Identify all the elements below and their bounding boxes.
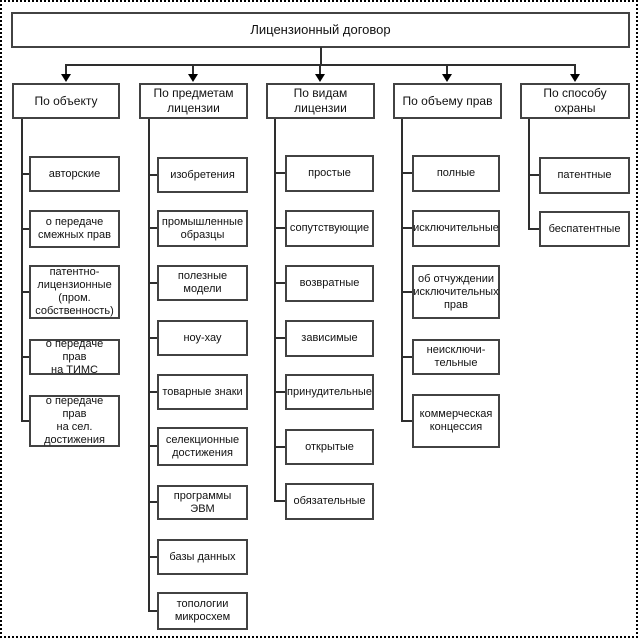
arrow-down-icon bbox=[570, 74, 580, 82]
leaf-connector bbox=[148, 174, 157, 176]
leaf-connector bbox=[401, 227, 412, 229]
leaf-box: неисключи- тельные bbox=[412, 339, 500, 375]
category-box-object: По объекту bbox=[12, 83, 120, 119]
leaf-connector bbox=[148, 445, 157, 447]
leaf-box: исключительные bbox=[412, 210, 500, 247]
leaf-box: о передаче прав на сел. достижения bbox=[29, 395, 120, 447]
leaf-box: об отчуждении исключительных прав bbox=[412, 265, 500, 319]
column-spine bbox=[274, 119, 276, 502]
drop-line bbox=[319, 64, 321, 76]
leaf-connector bbox=[21, 291, 29, 293]
drop-line bbox=[65, 64, 67, 76]
leaf-box: возвратные bbox=[285, 265, 374, 302]
leaf-box: селекционные достижения bbox=[157, 427, 248, 466]
leaf-box: патентные bbox=[539, 157, 630, 194]
drop-line bbox=[446, 64, 448, 76]
leaf-box: программы ЭВМ bbox=[157, 485, 248, 520]
leaf-connector bbox=[148, 556, 157, 558]
leaf-connector bbox=[148, 282, 157, 284]
leaf-box: сопутствующие bbox=[285, 210, 374, 247]
leaf-connector bbox=[528, 228, 539, 230]
leaf-box: простые bbox=[285, 155, 374, 192]
leaf-connector bbox=[21, 356, 29, 358]
arrow-down-icon bbox=[442, 74, 452, 82]
arrow-down-icon bbox=[188, 74, 198, 82]
leaf-box: обязательные bbox=[285, 483, 374, 520]
leaf-connector bbox=[148, 501, 157, 503]
root-box: Лицензионный договор bbox=[11, 12, 630, 48]
leaf-connector bbox=[274, 282, 285, 284]
leaf-box: о передаче смежных прав bbox=[29, 210, 120, 248]
leaf-connector bbox=[401, 356, 412, 358]
trunk-line bbox=[320, 47, 322, 65]
leaf-connector bbox=[148, 227, 157, 229]
leaf-connector bbox=[274, 337, 285, 339]
category-box-scope: По объему прав bbox=[393, 83, 502, 119]
leaf-connector bbox=[21, 173, 29, 175]
arrow-down-icon bbox=[315, 74, 325, 82]
leaf-box: товарные знаки bbox=[157, 374, 248, 410]
leaf-box: изобретения bbox=[157, 157, 248, 193]
category-box-types: По видам лицензии bbox=[266, 83, 375, 119]
leaf-connector bbox=[528, 174, 539, 176]
leaf-box: принудительные bbox=[285, 374, 374, 410]
leaf-connector bbox=[274, 172, 285, 174]
drop-line bbox=[574, 64, 576, 76]
leaf-connector bbox=[274, 391, 285, 393]
category-box-subjects: По предметам лицензии bbox=[139, 83, 248, 119]
column-spine bbox=[21, 119, 23, 422]
leaf-box: беспатентные bbox=[539, 211, 630, 247]
category-box-protection: По способу охраны bbox=[520, 83, 630, 119]
leaf-connector bbox=[401, 172, 412, 174]
leaf-connector bbox=[274, 227, 285, 229]
leaf-connector bbox=[274, 446, 285, 448]
leaf-connector bbox=[21, 228, 29, 230]
leaf-connector bbox=[401, 291, 412, 293]
column-spine bbox=[401, 119, 403, 422]
arrow-down-icon bbox=[61, 74, 71, 82]
leaf-box: открытые bbox=[285, 429, 374, 465]
column-spine bbox=[148, 119, 150, 612]
leaf-box: топологии микросхем bbox=[157, 592, 248, 630]
leaf-connector bbox=[401, 420, 412, 422]
leaf-connector bbox=[148, 391, 157, 393]
leaf-box: ноу-хау bbox=[157, 320, 248, 356]
leaf-box: полные bbox=[412, 155, 500, 192]
leaf-box: зависимые bbox=[285, 320, 374, 357]
leaf-box: патентно- лицензионные (пром. собственно… bbox=[29, 265, 120, 319]
drop-line bbox=[192, 64, 194, 76]
leaf-connector bbox=[274, 500, 285, 502]
leaf-box: промышленные образцы bbox=[157, 210, 248, 247]
leaf-box: авторские bbox=[29, 156, 120, 192]
leaf-box: коммерческая концессия bbox=[412, 394, 500, 448]
leaf-connector bbox=[21, 420, 29, 422]
leaf-box: базы данных bbox=[157, 539, 248, 575]
leaf-connector bbox=[148, 337, 157, 339]
leaf-box: о передаче прав на ТИМС bbox=[29, 338, 120, 376]
leaf-box: полезные модели bbox=[157, 265, 248, 301]
leaf-connector bbox=[148, 610, 157, 612]
